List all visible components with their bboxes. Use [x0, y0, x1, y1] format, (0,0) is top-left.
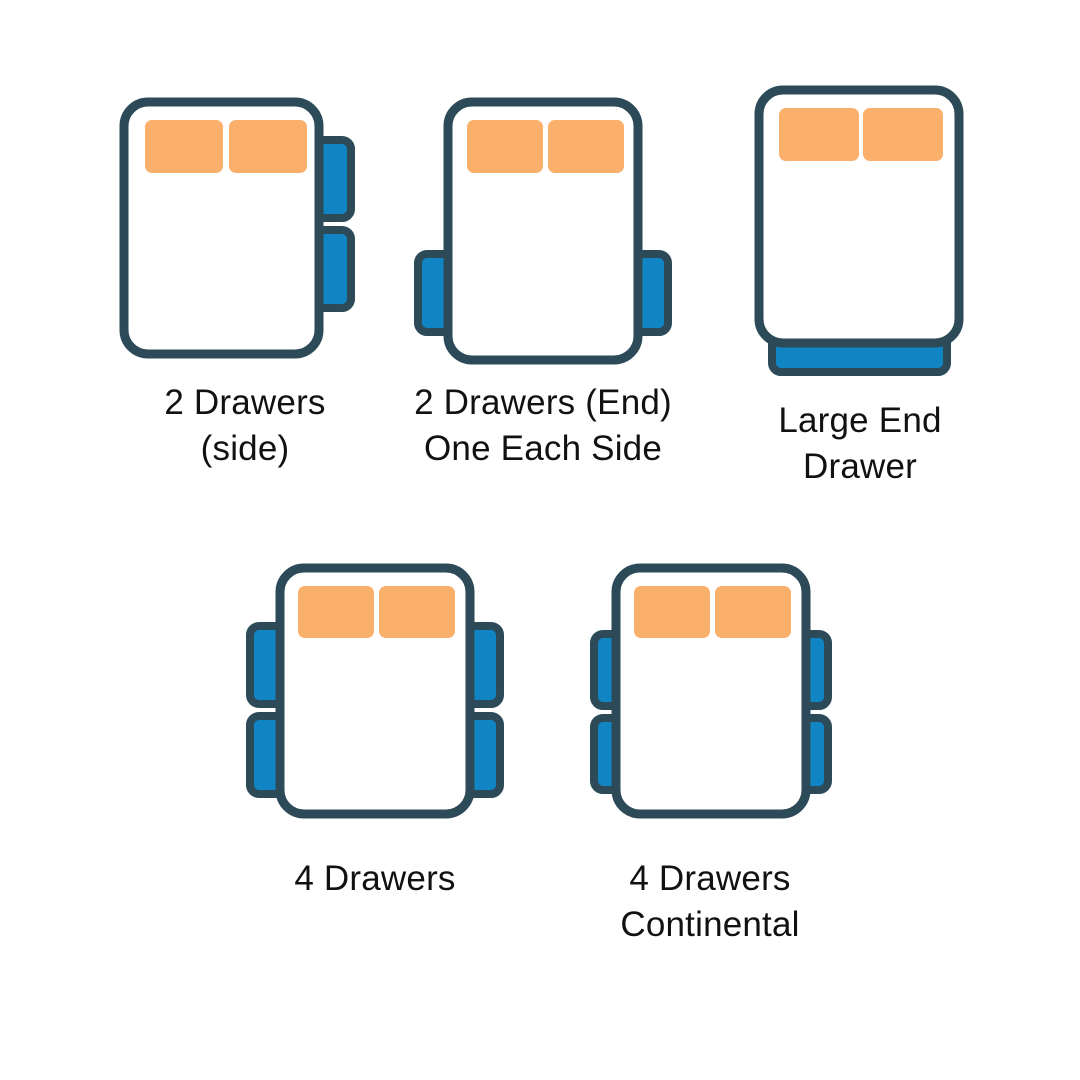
pillow-left	[779, 108, 859, 161]
label-two-drawers-end: 2 Drawers (End) One Each Side	[414, 383, 672, 468]
label-four-drawers: 4 Drawers	[294, 859, 456, 898]
pillow-right	[548, 120, 624, 173]
diagram-four-drawers-continental[interactable]: 4 Drawers Continental	[580, 556, 840, 944]
pillow-left	[145, 120, 223, 173]
pillow-right	[863, 108, 943, 161]
label-four-drawers-continental: 4 Drawers Continental	[620, 859, 800, 944]
pillow-right	[229, 120, 307, 173]
pillow-left	[298, 586, 374, 638]
pillow-left	[467, 120, 543, 173]
label-two-drawers-side: 2 Drawers (side)	[164, 383, 326, 468]
bed-icon-four-drawers	[246, 563, 504, 819]
bed-icon-four-drawers-continental	[590, 563, 832, 819]
bed-icon-two-drawers-side	[119, 97, 355, 359]
bed-icon-large-end-drawer	[754, 85, 964, 376]
diagram-two-drawers-side[interactable]: 2 Drawers (side)	[105, 88, 365, 468]
label-large-end-drawer: Large End Drawer	[778, 401, 942, 486]
diagram-two-drawers-end[interactable]: 2 Drawers (End) One Each Side	[408, 88, 678, 468]
pillow-right	[379, 586, 455, 638]
bed-icon-two-drawers-end	[414, 97, 672, 365]
pillow-left	[634, 586, 710, 638]
diagram-large-end-drawer[interactable]: Large End Drawer	[750, 80, 970, 486]
diagram-four-drawers[interactable]: 4 Drawers	[240, 556, 510, 898]
pillow-right	[715, 586, 791, 638]
